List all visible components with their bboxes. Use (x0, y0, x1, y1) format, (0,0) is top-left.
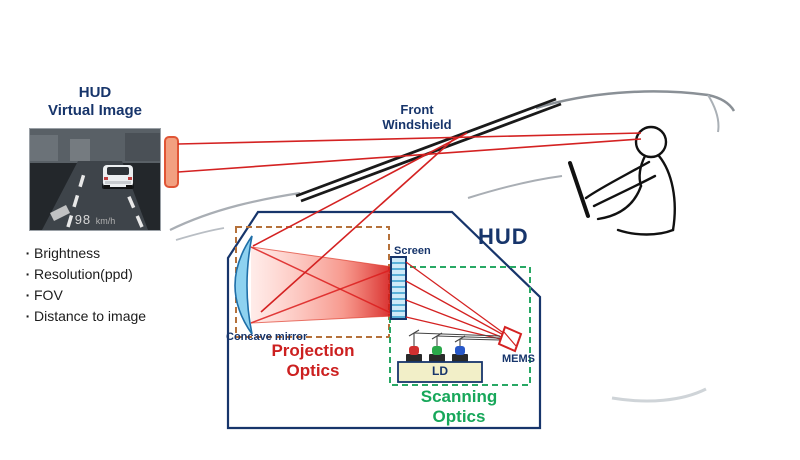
list-item: ·Brightness (22, 243, 146, 264)
lane-line-right (114, 166, 144, 228)
sight-rays (177, 132, 642, 173)
road-scene (30, 129, 160, 230)
dashboard-line (467, 175, 563, 199)
list-item-label: Brightness (34, 245, 101, 261)
laser-diodes (406, 346, 468, 362)
hud-virtual-image-photo: 98 km/h (30, 129, 160, 230)
ld-box (397, 361, 483, 383)
front-windshield-glass (295, 97, 562, 203)
bullet-marker: · (25, 287, 31, 303)
hud-spec-list: ·Brightness ·Resolution(ppd) ·FOV ·Dista… (22, 243, 146, 327)
speed-unit: km/h (95, 216, 116, 226)
laser-diode-red (409, 346, 419, 355)
white-car (102, 165, 134, 189)
driver-back (657, 154, 676, 232)
road-marking (50, 205, 70, 221)
concave-mirror-shape (234, 235, 253, 335)
bullet-marker: · (25, 266, 31, 282)
speed-value: 98 (74, 212, 92, 227)
list-item: ·FOV (22, 285, 146, 306)
car-body-outline (169, 90, 736, 403)
mems-to-screen-rays (405, 261, 510, 342)
list-item: ·Distance to image (22, 306, 146, 327)
pgu-screen (390, 256, 407, 320)
steering-wheel (568, 161, 590, 218)
bullet-marker: · (25, 245, 31, 261)
list-item: ·Resolution(ppd) (22, 264, 146, 285)
lane-line-left (66, 166, 88, 228)
speed-readout: 98 km/h (30, 212, 160, 227)
mirror-to-windshield-rays (252, 132, 468, 313)
scanning-optics-box (389, 266, 531, 386)
bullet-marker: · (25, 308, 31, 324)
laser-diode-blue (455, 346, 465, 355)
body-swoosh (611, 387, 707, 403)
laser-beam-combiners (408, 329, 501, 346)
virtual-image-plane (164, 136, 179, 188)
laser-diode-green (432, 346, 442, 355)
list-item-label: Resolution(ppd) (34, 266, 133, 282)
driver-figure (568, 125, 676, 236)
driver-head (634, 125, 668, 159)
driver-arm (584, 160, 651, 200)
mems-mirror (497, 325, 523, 353)
hood-line (169, 191, 301, 231)
list-item-label: Distance to image (34, 308, 147, 324)
list-item-label: FOV (34, 287, 63, 303)
